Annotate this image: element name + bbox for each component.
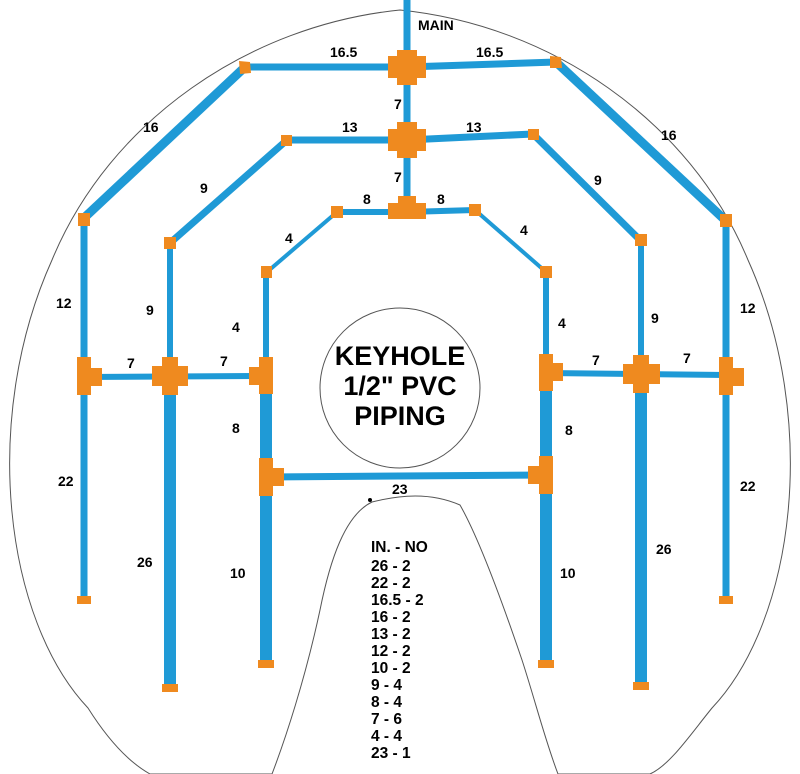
label-cross-bottom: 23 xyxy=(392,481,408,497)
elbow-mid-top-right xyxy=(528,129,539,140)
label-col-outer-right: 12 xyxy=(740,300,756,316)
label-col-outer-left: 12 xyxy=(56,295,72,311)
elbow-outer-left xyxy=(78,213,90,226)
tee-fitting-outer-right xyxy=(719,357,744,395)
elbow-top-right xyxy=(550,56,562,68)
legend-header: IN. - NO xyxy=(371,539,428,556)
diagram-title: KEYHOLE 1/2" PVC PIPING xyxy=(335,341,466,431)
label-leg-mid-right: 26 xyxy=(656,541,672,557)
mid-diag-left-pipe xyxy=(167,137,290,246)
tee-fitting-cross-right xyxy=(528,456,553,494)
label-leg-inner-left: 10 xyxy=(230,565,246,581)
label-leg-outer-left: 22 xyxy=(58,473,74,489)
tee-fitting-inner-top xyxy=(388,196,426,219)
label-col-mid-left: 9 xyxy=(146,302,154,318)
legend-row: 4 - 4 xyxy=(371,728,402,745)
label-inner-right: 8 xyxy=(437,191,445,207)
elbow-mid-left xyxy=(164,237,176,249)
title-line-3: PIPING xyxy=(354,401,446,431)
title-line-2: 1/2" PVC xyxy=(343,371,456,401)
end-cap-inner-right xyxy=(538,660,554,668)
label-tee-right-inner: 7 xyxy=(592,352,600,368)
label-riser-upper: 7 xyxy=(394,96,402,112)
cross-fitting-mid-right xyxy=(623,355,660,393)
marker-dot xyxy=(368,498,372,502)
end-cap-outer-left xyxy=(77,596,91,604)
label-leg-outer-right: 22 xyxy=(740,478,756,494)
label-diag-outer-right: 16 xyxy=(661,127,677,143)
legend-row: 13 - 2 xyxy=(371,626,411,643)
cross-fitting-mid-left xyxy=(152,357,188,395)
legend-row: 16.5 - 2 xyxy=(371,592,424,609)
end-cap-mid-right xyxy=(633,682,649,690)
mid-diag-right-pipe xyxy=(530,131,643,243)
inner-diag-right-pipe xyxy=(473,208,548,274)
outer-diag-right-pipe xyxy=(552,58,729,224)
tee-fitting-inner-right xyxy=(539,354,563,391)
elbow-inner-right xyxy=(540,266,552,278)
label-diag-mid-right: 9 xyxy=(594,172,602,188)
outer-diag-left-pipe xyxy=(80,63,249,222)
mid-ring-right-pipe xyxy=(406,130,534,144)
top-ring-right-pipe xyxy=(406,58,557,71)
label-col-inner-left: 4 xyxy=(232,319,240,335)
elbow-inner-top-left xyxy=(331,206,343,218)
legend-row: 26 - 2 xyxy=(371,558,411,575)
end-cap-inner-left xyxy=(258,660,274,668)
label-col-inner-right: 4 xyxy=(558,315,566,331)
keyhole-outline xyxy=(9,9,791,774)
elbow-mid-right xyxy=(635,234,647,246)
elbow-inner-top-right xyxy=(469,204,481,216)
cross-fitting-mid xyxy=(388,122,426,158)
legend-row: 9 - 4 xyxy=(371,677,402,694)
end-cap-mid-left xyxy=(162,684,178,692)
legend-row: 22 - 2 xyxy=(371,575,411,592)
tee-fitting-cross-left xyxy=(259,458,284,496)
label-riser-lower: 7 xyxy=(394,169,402,185)
legend-row: 10 - 2 xyxy=(371,660,411,677)
inner-diag-left-pipe xyxy=(265,210,339,274)
label-mid-left: 13 xyxy=(342,119,358,135)
legend-row: 16 - 2 xyxy=(371,609,411,626)
label-leg-inner-upper-left: 8 xyxy=(232,420,240,436)
label-leg-inner-upper-right: 8 xyxy=(565,422,573,438)
center-circle xyxy=(319,307,481,469)
label-tee-left-inner: 7 xyxy=(220,353,228,369)
legend-row: 12 - 2 xyxy=(371,643,411,660)
label-diag-mid-left: 9 xyxy=(200,180,208,196)
label-top-right: 16.5 xyxy=(476,44,503,60)
elbow-top-left xyxy=(239,61,251,74)
elbow-inner-left xyxy=(261,266,272,278)
label-mid-right: 13 xyxy=(466,119,482,135)
tee-fitting-outer-left xyxy=(77,357,102,395)
main-label: MAIN xyxy=(418,17,454,33)
legend-row: 8 - 4 xyxy=(371,694,402,711)
tee-fitting-inner-left xyxy=(249,357,273,394)
label-inner-left: 8 xyxy=(363,191,371,207)
legend-row: 7 - 6 xyxy=(371,711,402,728)
pipes xyxy=(80,0,730,688)
fittings xyxy=(77,50,744,692)
legend-row: 23 - 1 xyxy=(371,745,411,762)
length-labels: MAIN 16.5 16.5 7 7 13 13 8 8 16 16 9 9 4… xyxy=(56,17,756,581)
label-top-left: 16.5 xyxy=(330,44,357,60)
parts-legend: IN. - NO 26 - 2 22 - 2 16.5 - 2 16 - 2 1… xyxy=(371,539,428,762)
label-diag-outer-left: 16 xyxy=(143,119,159,135)
end-cap-outer-right xyxy=(719,596,733,604)
label-diag-inner-left: 4 xyxy=(285,230,293,246)
label-tee-right-outer: 7 xyxy=(683,350,691,366)
elbow-mid-top-left xyxy=(281,135,292,146)
label-diag-inner-right: 4 xyxy=(520,222,528,238)
cross-fitting-top xyxy=(388,50,426,85)
elbow-outer-right xyxy=(720,214,732,227)
title-line-1: KEYHOLE xyxy=(335,341,466,371)
label-leg-inner-right: 10 xyxy=(560,565,576,581)
label-leg-mid-left: 26 xyxy=(137,554,153,570)
label-col-mid-right: 9 xyxy=(651,310,659,326)
crossover-23-pipe xyxy=(265,471,547,481)
label-tee-left-outer: 7 xyxy=(127,355,135,371)
